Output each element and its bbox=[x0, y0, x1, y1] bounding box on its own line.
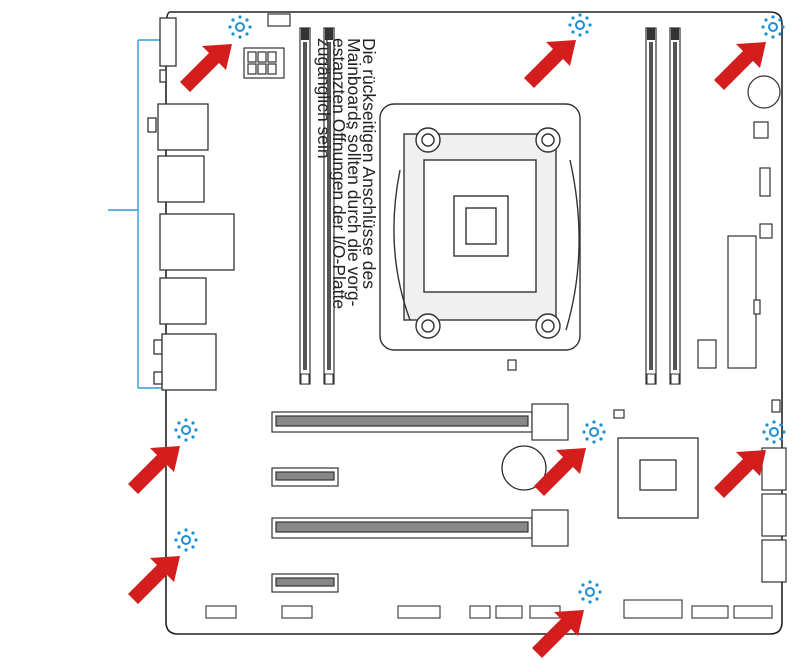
note-line-1: Die rückseitigen Anschlüsse des bbox=[359, 38, 379, 289]
io-panel bbox=[147, 17, 235, 391]
pcie-slots bbox=[271, 403, 569, 593]
io-shield-note: Die rückseitigen Anschlüsse des Mainboar… bbox=[4, 38, 379, 410]
header-connectors bbox=[243, 13, 291, 79]
note-line-4: zugänglich sein bbox=[314, 38, 334, 159]
chipset bbox=[617, 437, 699, 519]
dimm-slot-3 bbox=[645, 27, 657, 385]
right-components bbox=[507, 75, 787, 583]
dimm-slot-4 bbox=[669, 27, 681, 385]
cpu-socket bbox=[379, 103, 581, 351]
note-line-3: estanzten Öffnungen der I/O-Platte bbox=[329, 38, 349, 310]
note-line-2: Mainboards sollten durch die vorg- bbox=[344, 38, 364, 307]
bottom-headers bbox=[205, 599, 773, 619]
cmos-battery bbox=[501, 445, 547, 491]
